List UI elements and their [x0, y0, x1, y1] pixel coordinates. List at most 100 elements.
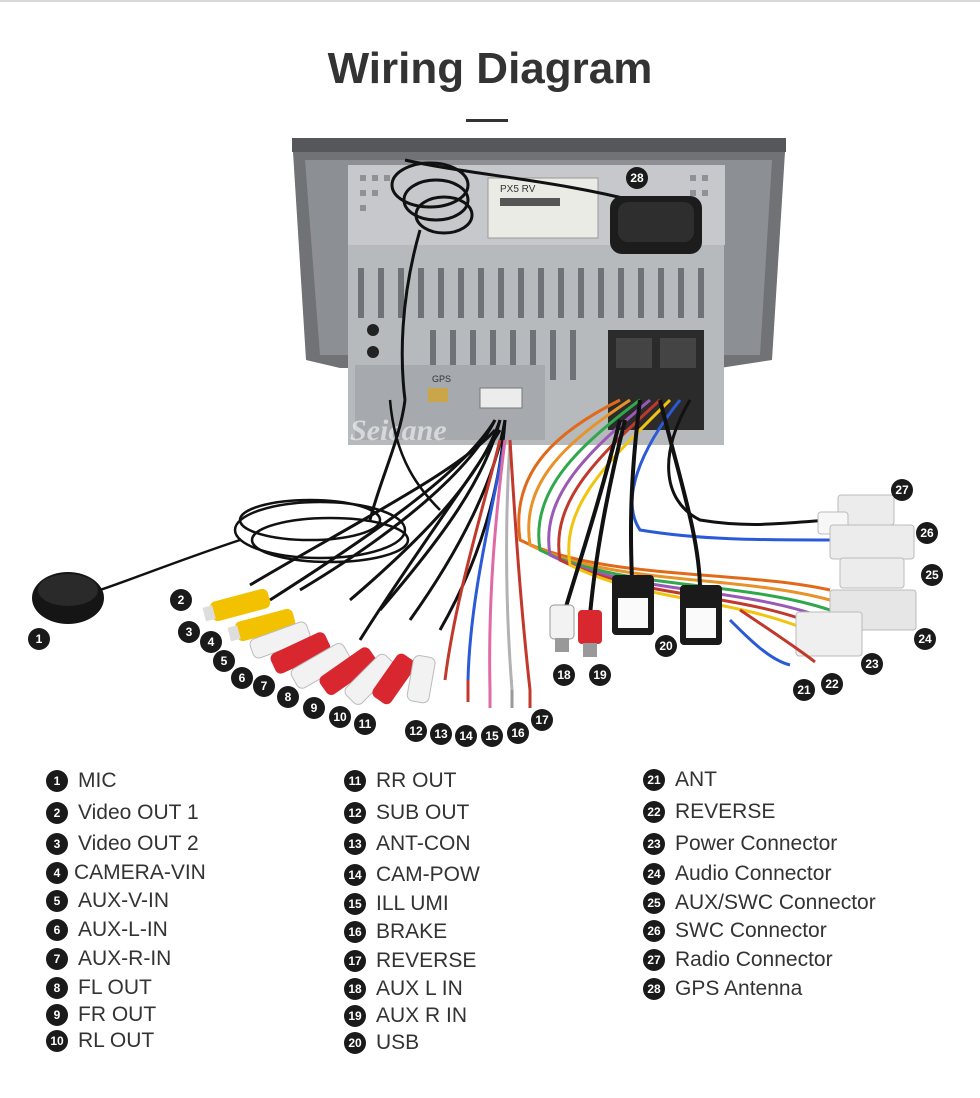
legend-label: REVERSE — [376, 949, 477, 972]
cable-coil — [368, 161, 474, 521]
callout-18: 18 — [553, 664, 575, 686]
legend-number: 17 — [344, 950, 366, 972]
legend-label: Power Connector — [675, 832, 838, 855]
legend-number: 9 — [46, 1004, 68, 1026]
callout-16: 16 — [507, 722, 529, 744]
callout-12: 12 — [405, 720, 427, 742]
callout-4: 4 — [200, 631, 222, 653]
legend-label: AUX/SWC Connector — [675, 891, 876, 914]
callout-9: 9 — [303, 697, 325, 719]
legend-label: Audio Connector — [675, 862, 832, 885]
callout-2: 2 — [170, 589, 192, 611]
head-unit: PX5 RV GPS — [292, 138, 786, 445]
legend-label: ILL UMI — [376, 892, 449, 915]
legend-label: AUX-R-IN — [78, 947, 172, 970]
legend-number: 25 — [643, 892, 665, 914]
legend-label: AUX-L-IN — [78, 918, 168, 941]
usb-connector-2 — [680, 585, 722, 645]
legend-number: 28 — [643, 978, 665, 1000]
legend-label: Video OUT 2 — [78, 832, 199, 855]
legend-number: 15 — [344, 893, 366, 915]
legend-number: 11 — [344, 770, 366, 792]
legend-number: 22 — [643, 801, 665, 823]
legend-number: 6 — [46, 919, 68, 941]
legend-label: ANT-CON — [376, 832, 471, 855]
legend-number: 1 — [46, 770, 68, 792]
mic-cable — [99, 399, 441, 592]
legend-label: REVERSE — [675, 800, 776, 823]
rca-connectors — [202, 588, 436, 705]
callout-17: 17 — [531, 709, 553, 731]
wiring-connectors — [795, 494, 917, 657]
legend-number: 24 — [643, 863, 665, 885]
usb-connector-1 — [612, 575, 654, 635]
legend-label: FL OUT — [78, 976, 152, 999]
callout-26: 26 — [916, 522, 938, 544]
callout-5: 5 — [213, 650, 235, 672]
callout-27: 27 — [891, 479, 913, 501]
page-title: Wiring Diagram — [327, 44, 653, 93]
callout-19: 19 — [589, 664, 611, 686]
callout-1: 1 — [28, 628, 50, 650]
legend-label: CAMERA-VIN — [74, 861, 206, 884]
legend-number: 26 — [643, 920, 665, 942]
callout-11: 11 — [354, 713, 376, 735]
usb-cables — [563, 399, 702, 616]
legend-number: 20 — [344, 1032, 366, 1054]
legend-number: 2 — [46, 802, 68, 824]
callout-15: 15 — [481, 725, 503, 747]
legend-number: 8 — [46, 977, 68, 999]
title-underline — [466, 119, 508, 122]
legend-number: 23 — [643, 833, 665, 855]
legend-number: 21 — [643, 769, 665, 791]
callout-8: 8 — [277, 686, 299, 708]
aux-r-rca-icon — [578, 610, 602, 657]
callout-23: 23 — [861, 653, 883, 675]
legend-number: 5 — [46, 890, 68, 912]
legend-label: GPS Antenna — [675, 977, 803, 1000]
legend-number: 18 — [344, 978, 366, 1000]
legend-label: Radio Connector — [675, 948, 833, 971]
legend-label: ANT — [675, 768, 717, 791]
callout-13: 13 — [430, 723, 452, 745]
aux-l-rca-icon — [549, 604, 575, 652]
legend-number: 3 — [46, 833, 68, 855]
legend-label: AUX R IN — [376, 1004, 468, 1027]
top-divider — [0, 0, 980, 2]
callout-24: 24 — [914, 628, 936, 650]
wiring-illustration: PX5 RV GPS Seicane — [32, 138, 917, 708]
legend-label: MIC — [78, 769, 117, 792]
gps-port-label: GPS — [432, 374, 451, 384]
callout-22: 22 — [821, 673, 843, 695]
callout-21: 21 — [793, 679, 815, 701]
gps-antenna-icon — [404, 158, 702, 254]
unit-sticker-text: PX5 RV — [500, 184, 536, 195]
wire-terminals — [466, 680, 532, 708]
legend-label: BRAKE — [376, 920, 448, 943]
legend-number: 7 — [46, 948, 68, 970]
legend-label: AUX L IN — [376, 977, 463, 1000]
legend-label: CAM-POW — [376, 863, 480, 886]
legend-number: 19 — [344, 1005, 366, 1027]
legend-number: 14 — [344, 864, 366, 886]
callout-10: 10 — [329, 706, 351, 728]
legend-label: Video OUT 1 — [78, 801, 199, 824]
legend-label: SUB OUT — [376, 801, 470, 824]
legend-label: RL OUT — [78, 1029, 155, 1052]
harness-wires — [249, 419, 532, 691]
callout-6: 6 — [231, 667, 253, 689]
legend-label: RR OUT — [376, 769, 457, 792]
callout-7: 7 — [253, 675, 275, 697]
callout-28: 28 — [626, 167, 648, 189]
legend-label: FR OUT — [78, 1003, 157, 1026]
legend-number: 12 — [344, 802, 366, 824]
callout-14: 14 — [455, 725, 477, 747]
callout-20: 20 — [655, 635, 677, 657]
legend-number: 16 — [344, 921, 366, 943]
legend-label: SWC Connector — [675, 919, 827, 942]
ant-reverse-wires — [728, 608, 816, 667]
mic-icon — [32, 572, 104, 624]
legend-label: USB — [376, 1031, 420, 1054]
legend-number: 13 — [344, 833, 366, 855]
callout-3: 3 — [178, 621, 200, 643]
